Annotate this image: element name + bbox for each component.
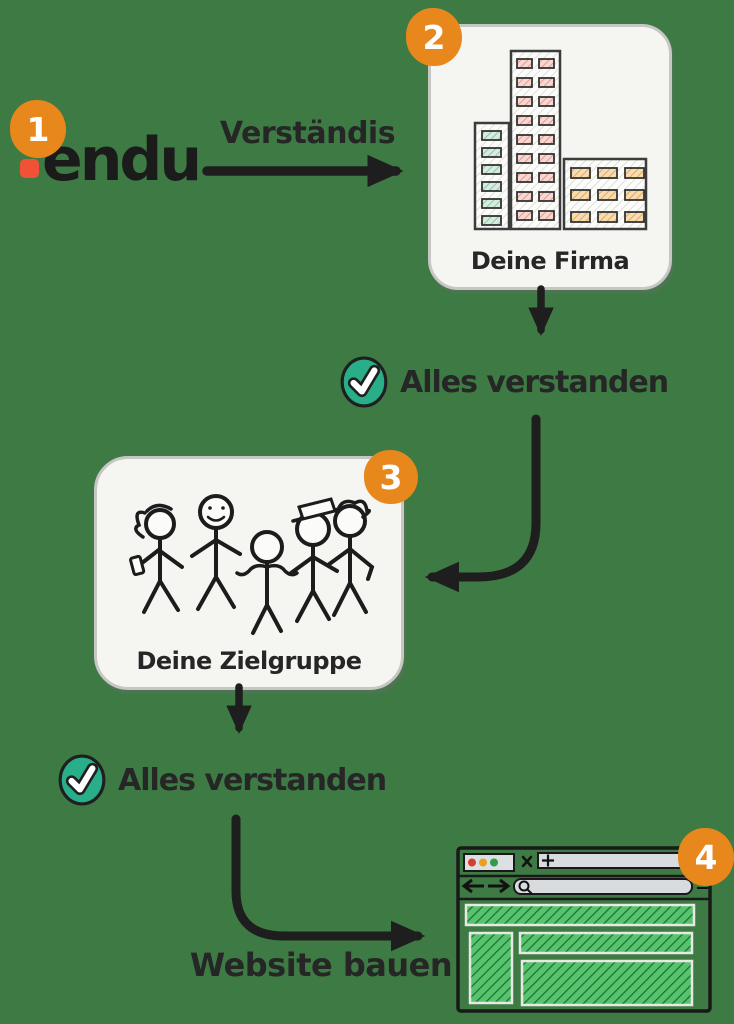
step-1-number: 1 xyxy=(26,109,50,149)
website-browser-illustration xyxy=(456,846,712,1013)
firma-card-label: Deine Firma xyxy=(470,247,630,275)
step-2-number: 2 xyxy=(422,17,446,57)
step-3-badge: 3 xyxy=(364,450,418,504)
all-understood-1: Alles verstanden xyxy=(338,356,669,408)
forward-icon xyxy=(488,878,511,894)
step-3-number: 3 xyxy=(379,457,403,497)
all-understood-1-label: Alles verstanden xyxy=(400,364,669,400)
step-4-number: 4 xyxy=(694,837,718,877)
understanding-arrow-label: Verständis xyxy=(219,116,396,151)
search-icon xyxy=(518,880,533,895)
arrow-check1-to-zielgruppe xyxy=(424,414,541,593)
back-icon xyxy=(461,878,484,894)
arrow-check2-to-website xyxy=(231,814,426,952)
target-group-illustration xyxy=(129,494,375,635)
zielgruppe-card: Deine Zielgruppe xyxy=(94,456,404,690)
close-tab-icon xyxy=(521,855,533,868)
endu-logo: endu xyxy=(20,125,202,195)
logo-text: endu xyxy=(42,125,202,195)
zielgruppe-card-label: Deine Zielgruppe xyxy=(136,647,362,675)
step-4-badge: 4 xyxy=(678,828,734,886)
all-understood-2-label: Alles verstanden xyxy=(118,762,387,798)
buildings-illustration xyxy=(473,49,648,231)
all-understood-2: Alles verstanden xyxy=(56,754,387,806)
check-icon xyxy=(58,754,106,806)
new-tab-icon xyxy=(542,854,554,867)
website-arrow-label: Website bauen xyxy=(189,946,453,984)
logo-dot-icon xyxy=(20,159,39,178)
check-icon xyxy=(340,356,388,408)
step-2-badge: 2 xyxy=(406,8,462,66)
step-1-badge: 1 xyxy=(10,100,66,158)
firma-card: Deine Firma xyxy=(428,24,672,290)
